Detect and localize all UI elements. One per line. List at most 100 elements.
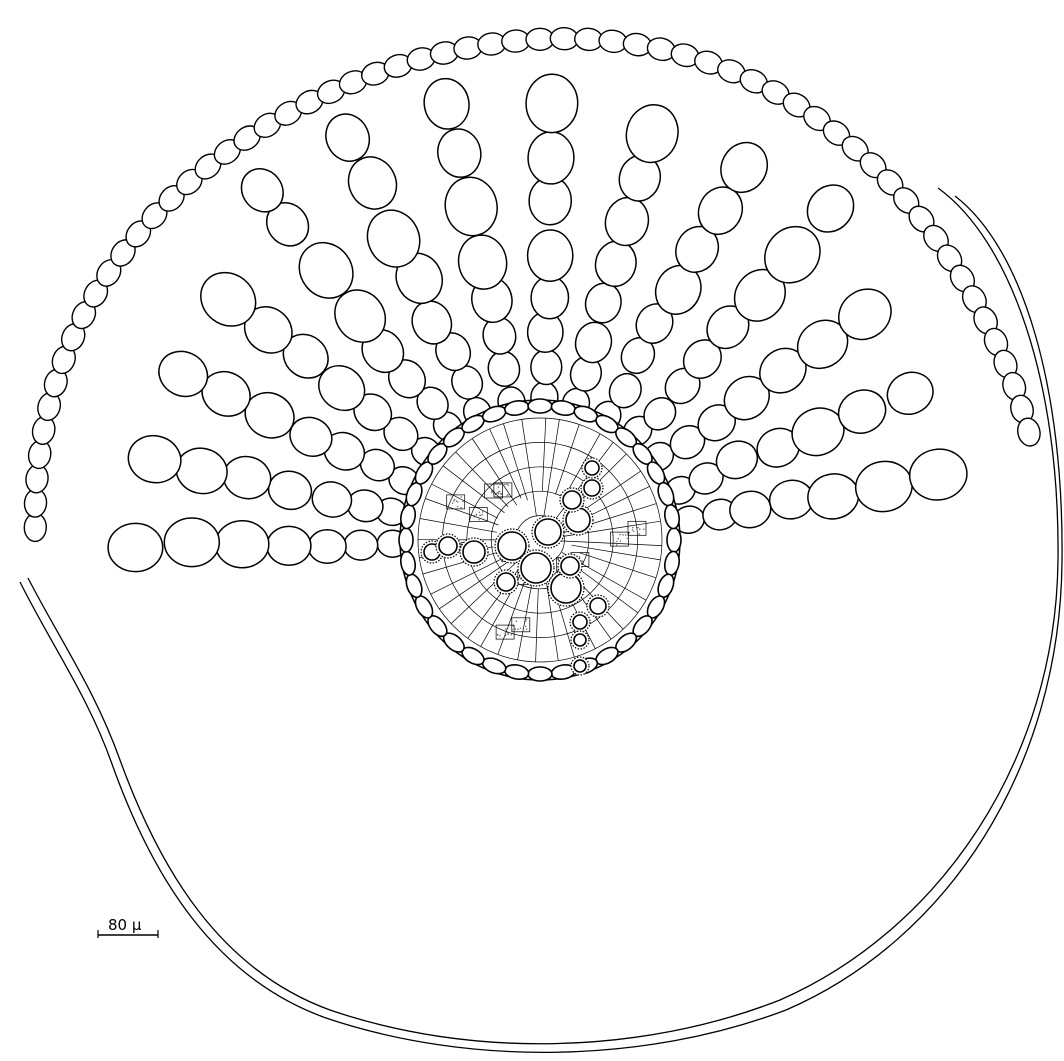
- stipple-dot: [507, 495, 508, 496]
- xylem-vessel: [439, 537, 457, 555]
- cortex-cell: [852, 457, 916, 516]
- stipple-dot: [523, 628, 524, 629]
- stipple-dot: [505, 628, 506, 629]
- xylem-vessel: [463, 541, 485, 563]
- xylem-vessel: [573, 615, 587, 629]
- stipple-dot: [496, 492, 497, 493]
- stipple-dot: [614, 542, 615, 543]
- cortex-cell: [267, 526, 311, 565]
- stipple-dot: [643, 529, 644, 530]
- stipple-dot: [526, 629, 527, 630]
- stipple-dot: [511, 634, 512, 635]
- stipple-dot: [616, 544, 617, 545]
- stipple-dot: [479, 512, 480, 513]
- stipple-dot: [505, 635, 506, 636]
- stipple-dot: [507, 634, 508, 635]
- stipple-dot: [491, 490, 492, 491]
- xylem-vessel: [551, 573, 581, 603]
- stipple-dot: [637, 527, 638, 528]
- stipple-dot: [525, 619, 526, 620]
- cortex-cell: [620, 99, 684, 168]
- cortex-cell-row: [108, 518, 408, 572]
- cortex-cell: [108, 523, 163, 571]
- stipple-dot: [517, 629, 518, 630]
- stipple-dot: [525, 626, 526, 627]
- cortex-cell: [124, 431, 186, 488]
- endodermal-cell: [399, 528, 413, 552]
- xylem-vessel: [563, 491, 581, 509]
- cortex-cell: [530, 349, 562, 385]
- stipple-dot: [622, 534, 623, 535]
- stipple-dot: [457, 506, 458, 507]
- xylem-vessel: [497, 573, 515, 591]
- cortex-cell-row: [559, 99, 684, 422]
- stipple-dot: [506, 483, 507, 484]
- scale-bar-label: 80 μ: [108, 916, 141, 934]
- cortex-cell: [600, 193, 653, 250]
- stipple-dot: [639, 528, 640, 529]
- stipple-dot: [480, 515, 481, 516]
- stipple-dot: [461, 496, 462, 497]
- xylem-vessel: [535, 519, 561, 545]
- cortex-cell: [434, 125, 486, 181]
- stipple-dot: [633, 531, 634, 532]
- endodermal-cell: [528, 399, 552, 413]
- stipple-dot: [454, 499, 455, 500]
- cortex-cell: [440, 173, 502, 241]
- stipple-dot: [508, 485, 509, 486]
- stipple-dot: [462, 501, 463, 502]
- stipple-dot: [520, 628, 521, 629]
- cortex-cell: [531, 276, 569, 319]
- cortex-cell: [219, 452, 275, 503]
- stipple-dot: [498, 486, 499, 487]
- stipple-dot: [460, 507, 461, 508]
- stipple-dot: [632, 527, 633, 528]
- cortex-cell: [172, 443, 232, 498]
- cortex-cell: [591, 237, 641, 291]
- stipple-dot: [482, 511, 483, 512]
- cortex-cell-row: [525, 74, 578, 413]
- cortex-cell: [265, 467, 315, 514]
- stipple-dot: [616, 541, 617, 542]
- cortex-cell: [308, 530, 346, 563]
- xylem-vessel: [574, 634, 586, 646]
- stipple-dot: [618, 538, 619, 539]
- stipple-dot: [505, 633, 506, 634]
- cortex-cell: [727, 488, 774, 531]
- xylem-vessel: [521, 553, 551, 583]
- stipple-dot: [638, 524, 639, 525]
- stipple-dot: [497, 634, 498, 635]
- stipple-dot: [452, 503, 453, 504]
- stipple-dot: [482, 514, 483, 515]
- cortex-cell: [420, 75, 474, 133]
- stipple-dot: [498, 493, 499, 494]
- stipple-dot: [478, 519, 479, 520]
- cortex-cell: [344, 530, 378, 560]
- stipple-dot: [632, 529, 633, 530]
- stipple-dot: [488, 485, 489, 486]
- xylem-vessel: [561, 557, 579, 575]
- stipple-dot: [500, 493, 501, 494]
- stipple-dot: [619, 534, 620, 535]
- stipple-dot: [504, 484, 505, 485]
- xylem-vessel: [585, 461, 599, 475]
- stipple-dot: [499, 491, 500, 492]
- stipple-dot: [612, 534, 613, 535]
- cortex-cell: [804, 470, 862, 523]
- cortex-cell-row: [124, 431, 410, 529]
- cortex-cell: [309, 478, 355, 521]
- stipple-dot: [625, 534, 626, 535]
- stipple-dot: [456, 500, 457, 501]
- xylem-vessel: [590, 598, 606, 614]
- stipple-dot: [627, 538, 628, 539]
- stipple-dot: [579, 556, 580, 557]
- cortex-cell: [906, 445, 971, 505]
- stipple-dot: [635, 522, 636, 523]
- endodermal-cell: [528, 667, 552, 681]
- cortex-cell: [527, 131, 574, 184]
- cortex-cell: [881, 365, 940, 421]
- stipple-dot: [582, 561, 583, 562]
- stipple-dot: [639, 533, 640, 534]
- stipple-dot: [558, 558, 559, 559]
